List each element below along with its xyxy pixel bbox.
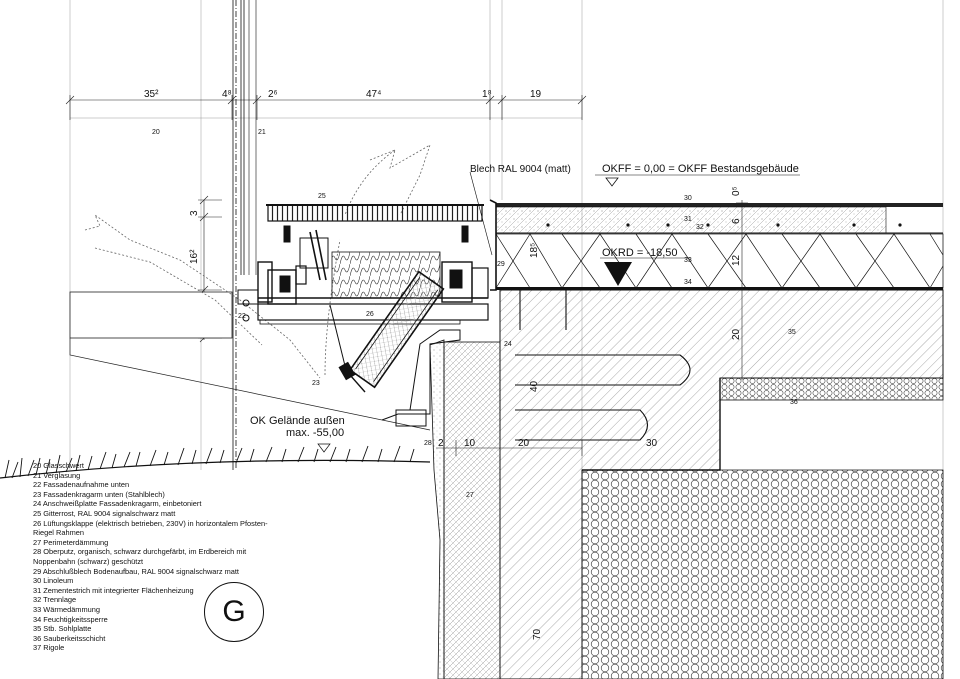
okff-label: OKFF = 0,00 = OKFF Bestandsgebäude (602, 163, 799, 175)
right-dimension-chain (736, 200, 748, 380)
flap-actuator (338, 361, 366, 393)
okff-marker (595, 174, 800, 187)
terrain-line (0, 459, 431, 479)
okrd-label: OKRD = -18,50 (602, 247, 678, 259)
dim-right-20: 20 (731, 328, 742, 340)
part-25: 25 (318, 193, 326, 200)
facade-mullion-hardware (237, 225, 489, 325)
floor-insulation (495, 233, 944, 289)
legend-item: 33 Wärmedämmung (33, 604, 100, 614)
linoleum (496, 203, 943, 207)
legend-item: 28 Oberputz, organisch, schwarz durchgef… (33, 547, 247, 566)
dim-top-1: 35² (144, 89, 159, 100)
part-28: 28 (424, 440, 432, 447)
part-22: 22 (238, 313, 246, 320)
screed (495, 206, 887, 234)
dim-bottom-70: 70 (532, 628, 543, 640)
dim-right-6: 6 (731, 218, 742, 224)
gravel-trench (581, 469, 944, 679)
part-34: 34 (684, 279, 692, 286)
part-23: 23 (312, 380, 320, 387)
grass-strokes (4, 445, 415, 479)
screed-heating-pipes (546, 223, 902, 227)
dim-left-3: 3 (189, 210, 200, 216)
dim-right-12: 12 (731, 254, 742, 266)
legend-item: 27 Perimeterdämmung (33, 537, 109, 547)
part-29: 29 (497, 261, 505, 268)
moisture-barrier (496, 287, 943, 290)
airflow-arrows (84, 144, 431, 379)
part-35: 35 (788, 329, 796, 336)
dim-top-5: 1⁸ (482, 89, 492, 100)
legend-item: 36 Sauberkeitsschicht (33, 633, 106, 643)
ok-gelaende-value: max. -55,00 (286, 427, 344, 439)
legend-item: 24 Anschweißplatte Fassadenkragarm, einb… (33, 499, 202, 509)
legend-item: 31 Zementestrich mit integrierter Fläche… (33, 585, 194, 595)
facade-cantilever (381, 329, 461, 421)
ventilation-flap (348, 270, 445, 389)
legend-item: 22 Fassadenaufnahme unten (33, 480, 130, 490)
legend-item: 25 Gitterrost, RAL 9004 signalschwarz ma… (33, 508, 176, 518)
part-32: 32 (696, 224, 704, 231)
dim-top-6: 19 (530, 89, 542, 100)
legend-item: 29 Abschlußblech Bodenaufbau, RAL 9004 s… (33, 566, 239, 576)
ok-gelaende-label: OK Gelände außen (250, 415, 345, 427)
part-36: 36 (790, 399, 798, 406)
plinth-soffit (69, 338, 431, 431)
dim-40: 40 (529, 380, 540, 392)
glass-fin (232, 0, 257, 470)
blinding-layer (719, 377, 944, 401)
legend-item: 30 Linoleum (33, 576, 74, 586)
part-31: 31 (684, 216, 692, 223)
dim-bottom-2: 2 (438, 438, 444, 449)
part-30: 30 (684, 195, 692, 202)
plinth-block (69, 291, 233, 339)
dim-top-3: 2⁶ (268, 89, 278, 100)
closure-sheet (489, 199, 497, 291)
dim-right-0-5: 0⁵ (731, 186, 742, 196)
legend-item: 32 Trennlage (33, 595, 77, 605)
part-24: 24 (504, 341, 512, 348)
legend-item: 23 Fassadenkragarm unten (Stahlblech) (33, 489, 165, 499)
part-21: 21 (258, 129, 266, 136)
perimeter-insulation (443, 341, 501, 679)
okrd-marker (600, 257, 690, 286)
reinforcement (515, 290, 691, 441)
legend-item: 21 Verglasung (33, 470, 81, 480)
part-33: 33 (684, 257, 692, 264)
dim-bottom-30: 30 (646, 438, 658, 449)
render-layer (429, 339, 445, 679)
dim-top-4: 47⁴ (366, 89, 381, 100)
blech-label: Blech RAL 9004 (matt) (470, 164, 571, 175)
legend-item: 20 Glasschwert (33, 461, 84, 470)
top-dimension-chain (65, 95, 587, 120)
detail-marker: G (204, 582, 264, 642)
part-20: 20 (152, 129, 160, 136)
legend-item: 34 Feuchtigkeitssperre (33, 614, 108, 624)
dim-bottom-20: 20 (518, 438, 530, 449)
legend-list: 20 Glasschwert 21 Verglasung 22 Fassaden… (33, 461, 333, 653)
part-27: 27 (466, 492, 474, 499)
legend-item: 26 Lüftungsklappe (elektrisch betrieben,… (33, 518, 268, 538)
dim-left-16: 16² (189, 249, 200, 264)
dim-18-5: 18⁵ (529, 243, 540, 258)
grating (267, 204, 483, 222)
dim-top-2: 4⁸ (222, 89, 232, 100)
dim-bottom-10: 10 (464, 438, 476, 449)
part-26: 26 (366, 311, 374, 318)
legend-item: 37 Rigole (33, 643, 65, 653)
bottom-dimension-chain (436, 440, 583, 456)
legend-item: 35 Stb. Sohlplatte (33, 624, 92, 634)
